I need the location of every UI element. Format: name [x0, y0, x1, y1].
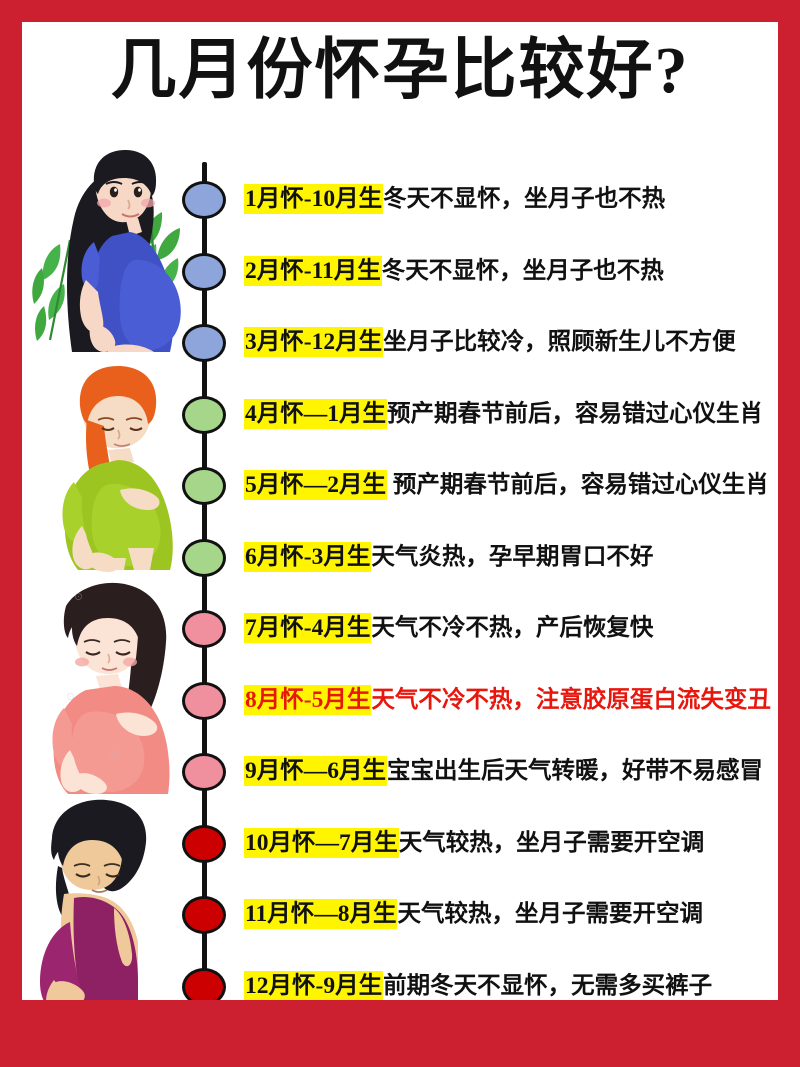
timeline-description: 天气较热，坐月子需要开空调: [398, 829, 705, 856]
timeline-row: 6月怀-3月生天气炎热，孕早期胃口不好: [182, 535, 778, 581]
timeline-dot: [182, 395, 226, 434]
timeline-month-label: 6月怀-3月生: [244, 541, 372, 572]
infographic-poster: 几月份怀孕比较好?: [22, 22, 778, 1000]
watermark-text: ⊙: [66, 692, 75, 702]
timeline-description: 天气不冷不热，产后恢复快: [371, 615, 654, 641]
timeline-row-text: 2月怀-11月生冬天不显怀，坐月子也不热: [244, 249, 778, 295]
timeline-dot: [182, 610, 226, 648]
timeline-description: 坐月子比较冷，照顾新生儿不方便: [383, 329, 736, 355]
timeline-axis: [202, 162, 207, 1000]
timeline-description: 预产期春节前后，容易错过心仪生肖: [387, 472, 769, 498]
timeline-month-label: 12月怀-9月生: [244, 970, 384, 1000]
timeline-row: 1月怀-10月生冬天不显怀，坐月子也不热: [182, 177, 778, 223]
timeline-row: 7月怀-4月生天气不冷不热，产后恢复快: [182, 606, 778, 652]
watermark-text: ⊙: [74, 592, 83, 602]
timeline-row-text: 7月怀-4月生天气不冷不热，产后恢复快: [244, 606, 778, 652]
timeline-row: 2月怀-11月生冬天不显怀，坐月子也不热: [182, 249, 778, 295]
timeline-row-text: 6月怀-3月生天气炎热，孕早期胃口不好: [244, 535, 778, 581]
timeline-month-label: 9月怀—6月生: [244, 756, 387, 786]
timeline-month-label: 2月怀-11月生: [244, 255, 382, 286]
timeline-row: 10月怀—7月生天气较热，坐月子需要开空调: [182, 821, 778, 867]
timeline-month-label: 10月怀—7月生: [244, 827, 399, 858]
timeline-description: 预产期春节前后，容易错过心仪生肖: [387, 400, 763, 427]
timeline-row: 8月怀-5月生天气不冷不热，注意胶原蛋白流失变丑: [182, 678, 778, 724]
timeline-row: 3月怀-12月生坐月子比较冷，照顾新生儿不方便: [182, 320, 778, 366]
timeline-dot: [182, 181, 226, 219]
timeline-dot: [182, 324, 226, 362]
timeline-description: 冬天不显怀，坐月子也不热: [381, 257, 664, 284]
timeline-dot: [182, 967, 226, 1000]
illustration-pregnant-woman-pink-dress: ⊙ ⊙ ⊙: [30, 576, 190, 794]
timeline-dot: [182, 538, 226, 577]
timeline-month-label: 5月怀—2月生: [244, 470, 387, 500]
woman-figure: [67, 150, 181, 352]
timeline-row: 9月怀—6月生宝宝出生后天气转暖，好带不易感冒: [182, 749, 778, 795]
timeline-dot: [182, 467, 226, 505]
woman-figure: [62, 366, 173, 572]
illustration-pregnant-woman-blue-dress: [30, 140, 190, 358]
timeline-row-text: 3月怀-12月生坐月子比较冷，照顾新生儿不方便: [244, 320, 778, 366]
timeline-dot: [182, 753, 226, 791]
timeline-month-label: 4月怀—1月生: [244, 398, 387, 429]
timeline-row-text: 9月怀—6月生宝宝出生后天气转暖，好带不易感冒: [244, 749, 778, 795]
illustration-pregnant-woman-purple-dress: [30, 794, 190, 1000]
timeline-month-label: 11月怀—8月生: [244, 899, 398, 929]
timeline-description: 天气炎热，孕早期胃口不好: [371, 543, 654, 570]
timeline-month-label: 1月怀-10月生: [244, 184, 384, 214]
timeline-dot: [182, 824, 226, 863]
illustration-pregnant-woman-green-dress: [30, 358, 190, 576]
timeline-row-text: 5月怀—2月生 预产期春节前后，容易错过心仪生肖: [244, 463, 778, 509]
timeline-row: 4月怀—1月生预产期春节前后，容易错过心仪生肖: [182, 392, 778, 438]
timeline-row: 5月怀—2月生 预产期春节前后，容易错过心仪生肖: [182, 463, 778, 509]
timeline-row-text: 10月怀—7月生天气较热，坐月子需要开空调: [244, 821, 778, 867]
timeline-row: 11月怀—8月生天气较热，坐月子需要开空调: [182, 892, 778, 938]
timeline-row-text: 4月怀—1月生预产期春节前后，容易错过心仪生肖: [244, 392, 778, 438]
timeline-row-text: 8月怀-5月生天气不冷不热，注意胶原蛋白流失变丑: [244, 678, 778, 724]
page-title: 几月份怀孕比较好?: [110, 34, 690, 107]
timeline-month-label: 7月怀-4月生: [244, 613, 372, 643]
timeline-dot: [182, 681, 226, 720]
woman-figure: [40, 799, 147, 1000]
watermark-text: ⊙: [110, 750, 119, 760]
timeline-dot: [182, 896, 226, 934]
timeline-row: 12月怀-9月生前期冬天不显怀，无需多买裤子: [182, 964, 778, 1000]
timeline-month-label: 8月怀-5月生: [244, 684, 372, 715]
timeline-description: 天气不冷不热，注意胶原蛋白流失变丑: [371, 686, 771, 713]
woman-figure: ⊙ ⊙ ⊙: [52, 582, 170, 794]
timeline-row-text: 12月怀-9月生前期冬天不显怀，无需多买裤子: [244, 964, 778, 1000]
timeline-description: 前期冬天不显怀，无需多买裤子: [383, 972, 713, 999]
timeline-row-text: 1月怀-10月生冬天不显怀，坐月子也不热: [244, 177, 778, 223]
timeline-month-label: 3月怀-12月生: [244, 327, 384, 357]
illustration-column: ⊙ ⊙ ⊙: [30, 140, 190, 1000]
timeline-row-text: 11月怀—8月生天气较热，坐月子需要开空调: [244, 892, 778, 938]
timeline-description: 冬天不显怀，坐月子也不热: [383, 186, 666, 212]
timeline-description: 宝宝出生后天气转暖，好带不易感冒: [387, 758, 763, 784]
timeline-dot: [182, 252, 226, 291]
timeline-description: 天气较热，坐月子需要开空调: [397, 901, 703, 927]
